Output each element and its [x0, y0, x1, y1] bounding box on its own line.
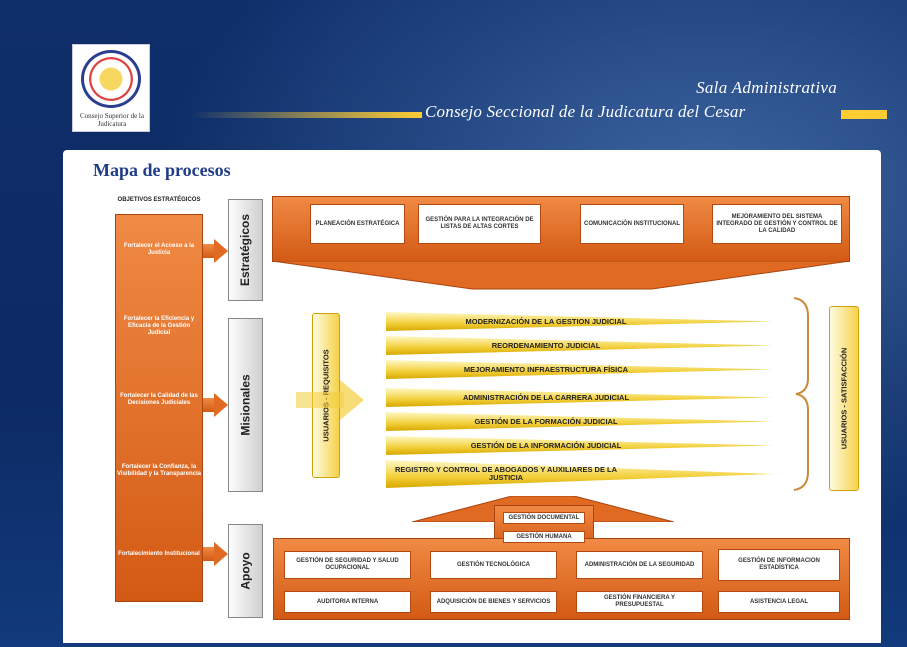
support-process: GESTIÓN DE INFORMACION ESTADÍSTICA	[718, 549, 840, 581]
strategic-process: COMUNICACIÓN INSTITUCIONAL	[580, 204, 684, 244]
support-process: ASISTENCIA LEGAL	[718, 591, 840, 613]
institution-logo: Consejo Superior de la Judicatura	[72, 44, 150, 132]
missional-process: REORDENAMIENTO JUDICIAL	[491, 340, 601, 350]
missional-process: GESTIÓN DE LA FORMACIÓN JUDICIAL	[474, 416, 618, 426]
input-arrow-icon	[296, 380, 364, 420]
support-process: GESTIÓN TECNOLÓGICA	[430, 551, 557, 579]
header-title-line1: Sala Administrativa	[696, 78, 837, 97]
objectives-column	[115, 214, 203, 602]
support-process: GESTIÓN FINANCIERA Y PRESUPUESTAL	[576, 591, 703, 613]
arrow-right-icon	[214, 393, 228, 417]
arrow-right-icon	[214, 239, 228, 263]
category-label: Estratégicos	[238, 213, 253, 287]
support-process: ADQUISICIÓN DE BIENES Y SERVICIOS	[430, 591, 557, 613]
objective-item: Fortalecimiento Institucional	[118, 551, 200, 557]
arrow-stem	[203, 398, 215, 412]
users-satisfaction-box: USUARIOS - SATISFACCIÓN	[829, 306, 859, 491]
category-label: Apoyo	[238, 552, 253, 590]
missional-process: ADMINISTRACIÓN DE LA CARRERA JUDICIAL	[462, 392, 630, 402]
strategic-process: PLANEACIÓN ESTRATÉGICA	[310, 204, 405, 244]
page-title: Mapa de procesos	[93, 160, 231, 180]
objective-item: Fortalecer la Confianza, la Visibilidad …	[117, 464, 201, 477]
missional-process: MODERNIZACIÓN DE LA GESTION JUDICIAL	[465, 316, 627, 326]
objective-item: Fortalecer la Calidad de las Decisiones …	[120, 393, 198, 406]
objective-item: Fortalecer la Eficiencia y Eficacia de l…	[123, 316, 195, 336]
strategic-process: MEJORAMIENTO DEL SISTEMA INTEGRADO DE GE…	[712, 204, 842, 244]
category-estrategicos: Estratégicos	[228, 199, 263, 301]
arrow-right-icon	[214, 542, 228, 566]
support-process: AUDITORIA INTERNA	[284, 591, 411, 613]
header-accent-bar	[190, 112, 422, 118]
strategic-process: GESTIÓN PARA LA INTEGRACIÓN DE LISTAS DE…	[418, 204, 541, 244]
missional-process: GESTIÓN DE LA INFORMACIÓN JUDICIAL	[470, 440, 622, 450]
header-accent-block	[841, 110, 887, 119]
strategic-funnel	[272, 261, 850, 290]
missional-process: REGISTRO Y CONTROL DE ABOGADOS Y AUXILIA…	[394, 465, 618, 482]
objective-item: Fortalecer el Acceso a la Justicia	[123, 243, 195, 256]
arrow-stem	[203, 547, 215, 561]
category-label: Misionales	[238, 374, 253, 436]
support-process: ADMINISTRACIÓN DE LA SEGURIDAD	[576, 551, 703, 579]
arrow-stem	[203, 244, 215, 258]
logo-caption: Consejo Superior de la Judicatura	[80, 112, 144, 128]
header-title-line2: Consejo Seccional de la Judicatura del C…	[425, 102, 746, 121]
support-process: GESTIÓN DOCUMENTAL	[503, 512, 585, 524]
support-process: GESTIÓN DE SEGURIDAD Y SALUD OCUPACIONAL	[284, 551, 411, 579]
support-process: GESTIÓN HUMANA	[503, 531, 585, 543]
missional-process: MEJORAMIENTO INFRAESTRUCTURA FÍSICA	[463, 364, 629, 374]
category-apoyo: Apoyo	[228, 524, 263, 618]
users-satisfaction-label: USUARIOS - SATISFACCIÓN	[839, 347, 849, 450]
seal-icon	[81, 50, 141, 108]
brace-icon	[793, 297, 809, 491]
objectives-heading: OBJETIVOS ESTRATÉGICOS	[117, 197, 201, 203]
category-misionales: Misionales	[228, 318, 263, 492]
